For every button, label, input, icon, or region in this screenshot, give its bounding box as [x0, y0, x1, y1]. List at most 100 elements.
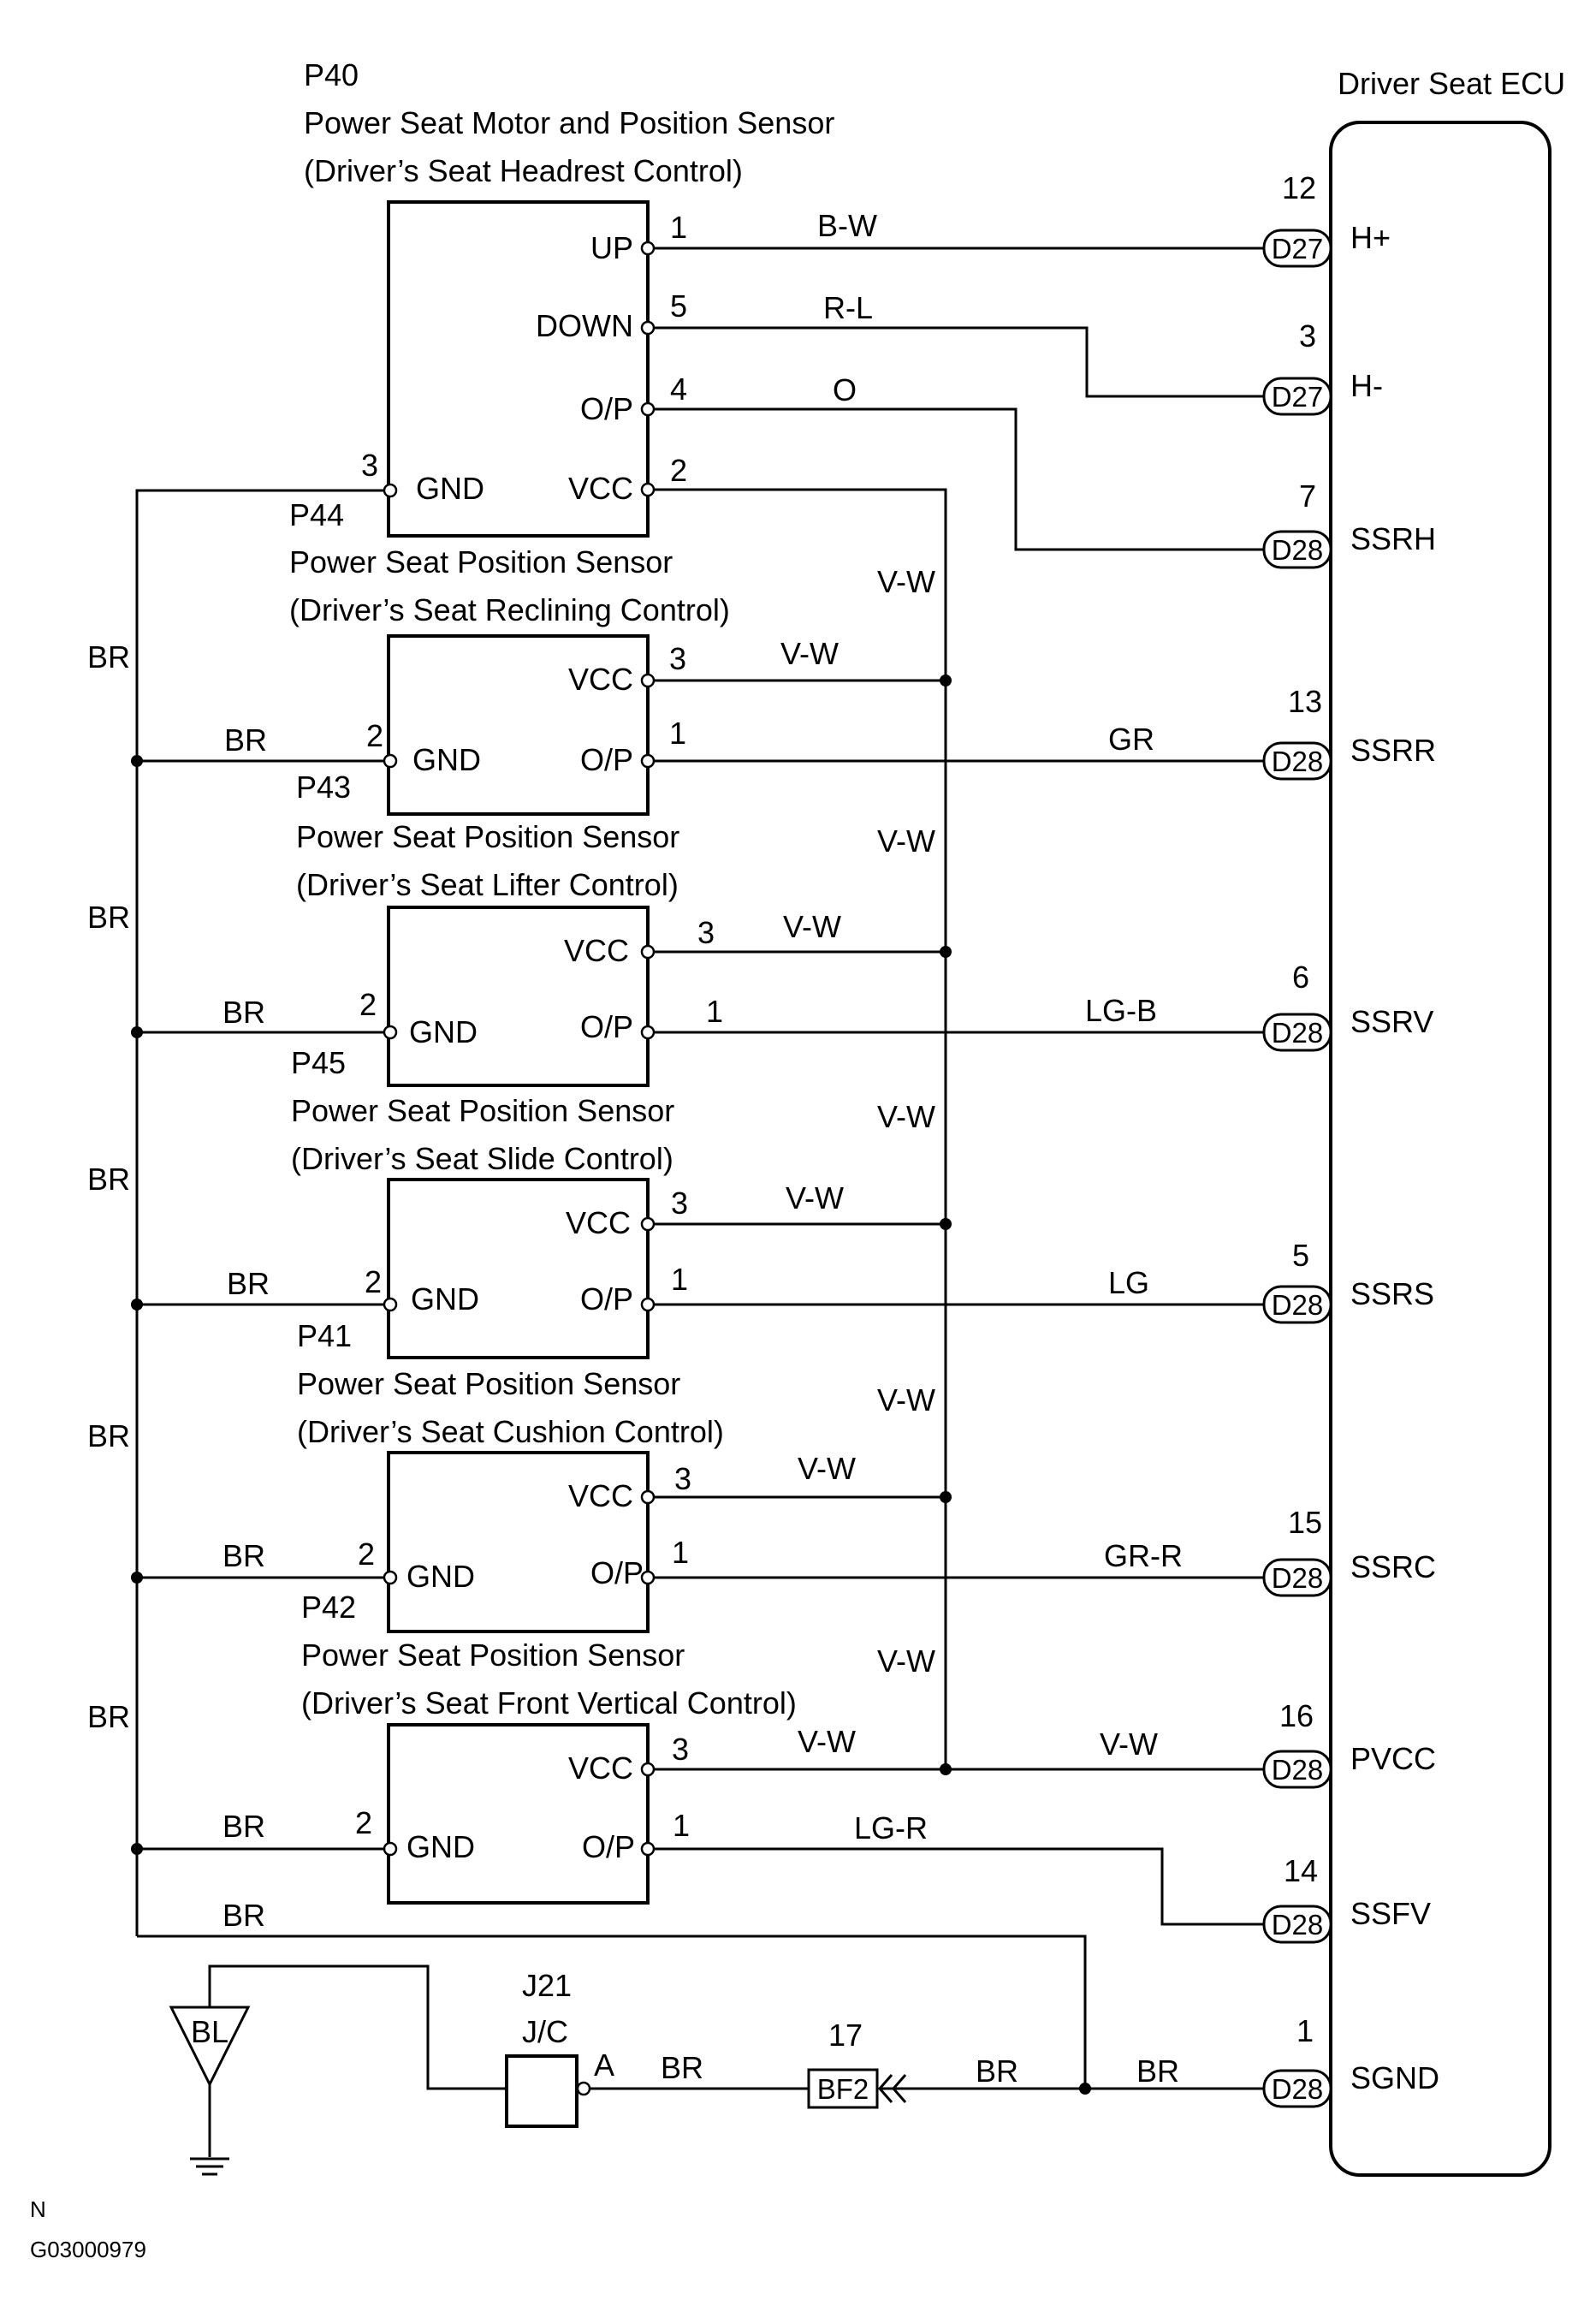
ecu-pin-number: 12 [1282, 170, 1316, 205]
p43-term-gnd: GND [409, 1014, 478, 1049]
ecu-pin-conn-label: D28 [1272, 1289, 1324, 1321]
wire-label-br: BR [661, 2050, 703, 2085]
p40-pin-up: 1 [670, 210, 687, 245]
ecu-pin-number: 3 [1299, 318, 1316, 354]
wire-label-br: BR [222, 1538, 265, 1573]
wire-label-v-w: V-W [780, 636, 839, 671]
p42-pin-gnd: 2 [355, 1805, 372, 1840]
p43-name: Power Seat Position Sensor [296, 819, 679, 854]
wire-labels: B-W R-L O GR LG-B LG GR-R LG-R V-W V-W V… [87, 208, 1183, 2089]
component-p44: P44 Power Seat Position Sensor (Driver’s… [289, 497, 730, 816]
ecu-pin-conn-label: D28 [1272, 1754, 1324, 1786]
ecu-pin-number: 16 [1279, 1698, 1314, 1733]
ecu-pin-conn-label: D27 [1272, 381, 1324, 413]
ecu-pin-group: 5 D28 SSRS [1262, 1238, 1434, 1324]
ecu-pin-signal: SSRR [1350, 733, 1436, 768]
p43-pin-vcc: 3 [697, 915, 715, 950]
p41-name: Power Seat Position Sensor [297, 1366, 680, 1401]
component-p41: P41 Power Seat Position Sensor (Driver’s… [297, 1318, 724, 1633]
p42-pin-vcc: 3 [672, 1732, 689, 1767]
component-p40: P40 Power Seat Motor and Position Sensor… [304, 57, 834, 538]
p41-term-vcc: VCC [568, 1478, 633, 1513]
ecu-pin-conn-label: D27 [1272, 233, 1324, 264]
wire-label-br: BR [976, 2053, 1018, 2089]
p45-pin-gnd: 2 [365, 1264, 382, 1299]
bf2-label: BF2 [817, 2073, 869, 2105]
p40-term-gnd: GND [416, 471, 484, 506]
ecu-pin-signal: SSRV [1350, 1004, 1433, 1039]
ecu-pin-connector [1262, 1558, 1332, 1597]
component-p42: P42 Power Seat Position Sensor (Driver’s… [301, 1590, 797, 1905]
ground-bus [131, 489, 1087, 2089]
p40-term-op: O/P [580, 391, 633, 426]
p41-id: P41 [297, 1318, 352, 1353]
p42-desc: (Driver’s Seat Front Vertical Control) [301, 1685, 797, 1721]
wire-label-gr: GR [1108, 722, 1154, 757]
p45-name: Power Seat Position Sensor [291, 1093, 674, 1128]
ecu-pin-number: 13 [1288, 684, 1322, 719]
p40-pin-op: 4 [670, 371, 687, 407]
wire-label-v-w: V-W [798, 1451, 856, 1486]
ecu-pin-group: 3 D27 H- [1262, 318, 1383, 416]
p45-term-gnd: GND [411, 1281, 479, 1316]
p41-desc: (Driver’s Seat Cushion Control) [297, 1414, 724, 1449]
wire-label-lg: LG [1108, 1265, 1149, 1300]
wire-label-lg-b: LG-B [1085, 993, 1157, 1028]
ecu-pin-group: 14 D28 SSFV [1262, 1853, 1431, 1944]
ecu-pin-number: 1 [1296, 2013, 1314, 2048]
ecu-pin-number: 7 [1299, 478, 1316, 514]
p40-pin-gnd: 3 [361, 448, 378, 483]
wire-label-br: BR [87, 1162, 130, 1197]
ecu-pin-group: 12 D27 H+ [1262, 170, 1391, 268]
ecu-pin-group: 1 D28 SGND [1262, 2013, 1439, 2108]
p45-id: P45 [291, 1045, 346, 1080]
p40-desc: (Driver’s Seat Headrest Control) [304, 153, 743, 188]
p41-box [387, 1451, 650, 1633]
junction-connector [505, 2054, 578, 2128]
wire-label-v-w: V-W [877, 1382, 935, 1417]
p44-pin-gnd: 2 [366, 718, 383, 753]
p42-pin-op: 1 [673, 1808, 690, 1843]
ecu-pin-group: 13 D28 SSRR [1262, 684, 1436, 781]
ecu-pin-number: 6 [1292, 960, 1309, 995]
ecu-pin-group: 16 D28 PVCC [1262, 1698, 1436, 1789]
ecu-pin-connector [1262, 1905, 1332, 1944]
wire-label-v-w: V-W [1100, 1727, 1158, 1762]
p43-pin-gnd: 2 [359, 987, 377, 1022]
ecu-pin-connector [1262, 1750, 1332, 1789]
p45-box [387, 1178, 650, 1359]
wire-label-br: BR [224, 722, 267, 758]
p43-pin-op: 1 [706, 994, 723, 1029]
junction-pin: A [594, 2047, 614, 2083]
p42-term-gnd: GND [406, 1829, 475, 1864]
wire-label-br: BR [222, 1898, 265, 1933]
wire-label-v-w: V-W [877, 1643, 935, 1679]
ecu-pin-group: 15 D28 SSRC [1262, 1505, 1436, 1597]
p44-name: Power Seat Position Sensor [289, 544, 673, 579]
ecu-pin-number: 14 [1284, 1853, 1318, 1888]
ecu-pin-connector [1262, 229, 1332, 268]
p42-id: P42 [301, 1590, 356, 1625]
p41-term-op: O/P [590, 1555, 644, 1590]
p45-pin-vcc: 3 [671, 1186, 688, 1221]
p42-term-op: O/P [582, 1829, 635, 1864]
ecu-pin-group: 7 D28 SSRH [1262, 478, 1436, 569]
ecu-pin-signal: SGND [1350, 2060, 1439, 2095]
p44-box [387, 634, 650, 816]
p43-box [387, 906, 650, 1087]
ecu-pin-signal: SSRH [1350, 521, 1436, 556]
wire-label-o: O [833, 372, 857, 407]
p42-name: Power Seat Position Sensor [301, 1637, 685, 1673]
ground-label: BL [191, 2014, 228, 2049]
p44-term-gnd: GND [412, 742, 481, 777]
ecu-pin-connector [1262, 741, 1332, 781]
wire-label-br: BR [222, 995, 265, 1030]
wire-label-br: BR [1136, 2053, 1179, 2089]
p44-pin-op: 1 [669, 716, 686, 751]
ecu-pin-conn-label: D28 [1272, 746, 1324, 777]
p40-box [387, 200, 650, 538]
ecu-pin-conn-label: D28 [1272, 534, 1324, 566]
wire-label-br: BR [87, 639, 130, 675]
ecu-box [1329, 121, 1552, 2177]
p40-name: Power Seat Motor and Position Sensor [304, 105, 834, 140]
